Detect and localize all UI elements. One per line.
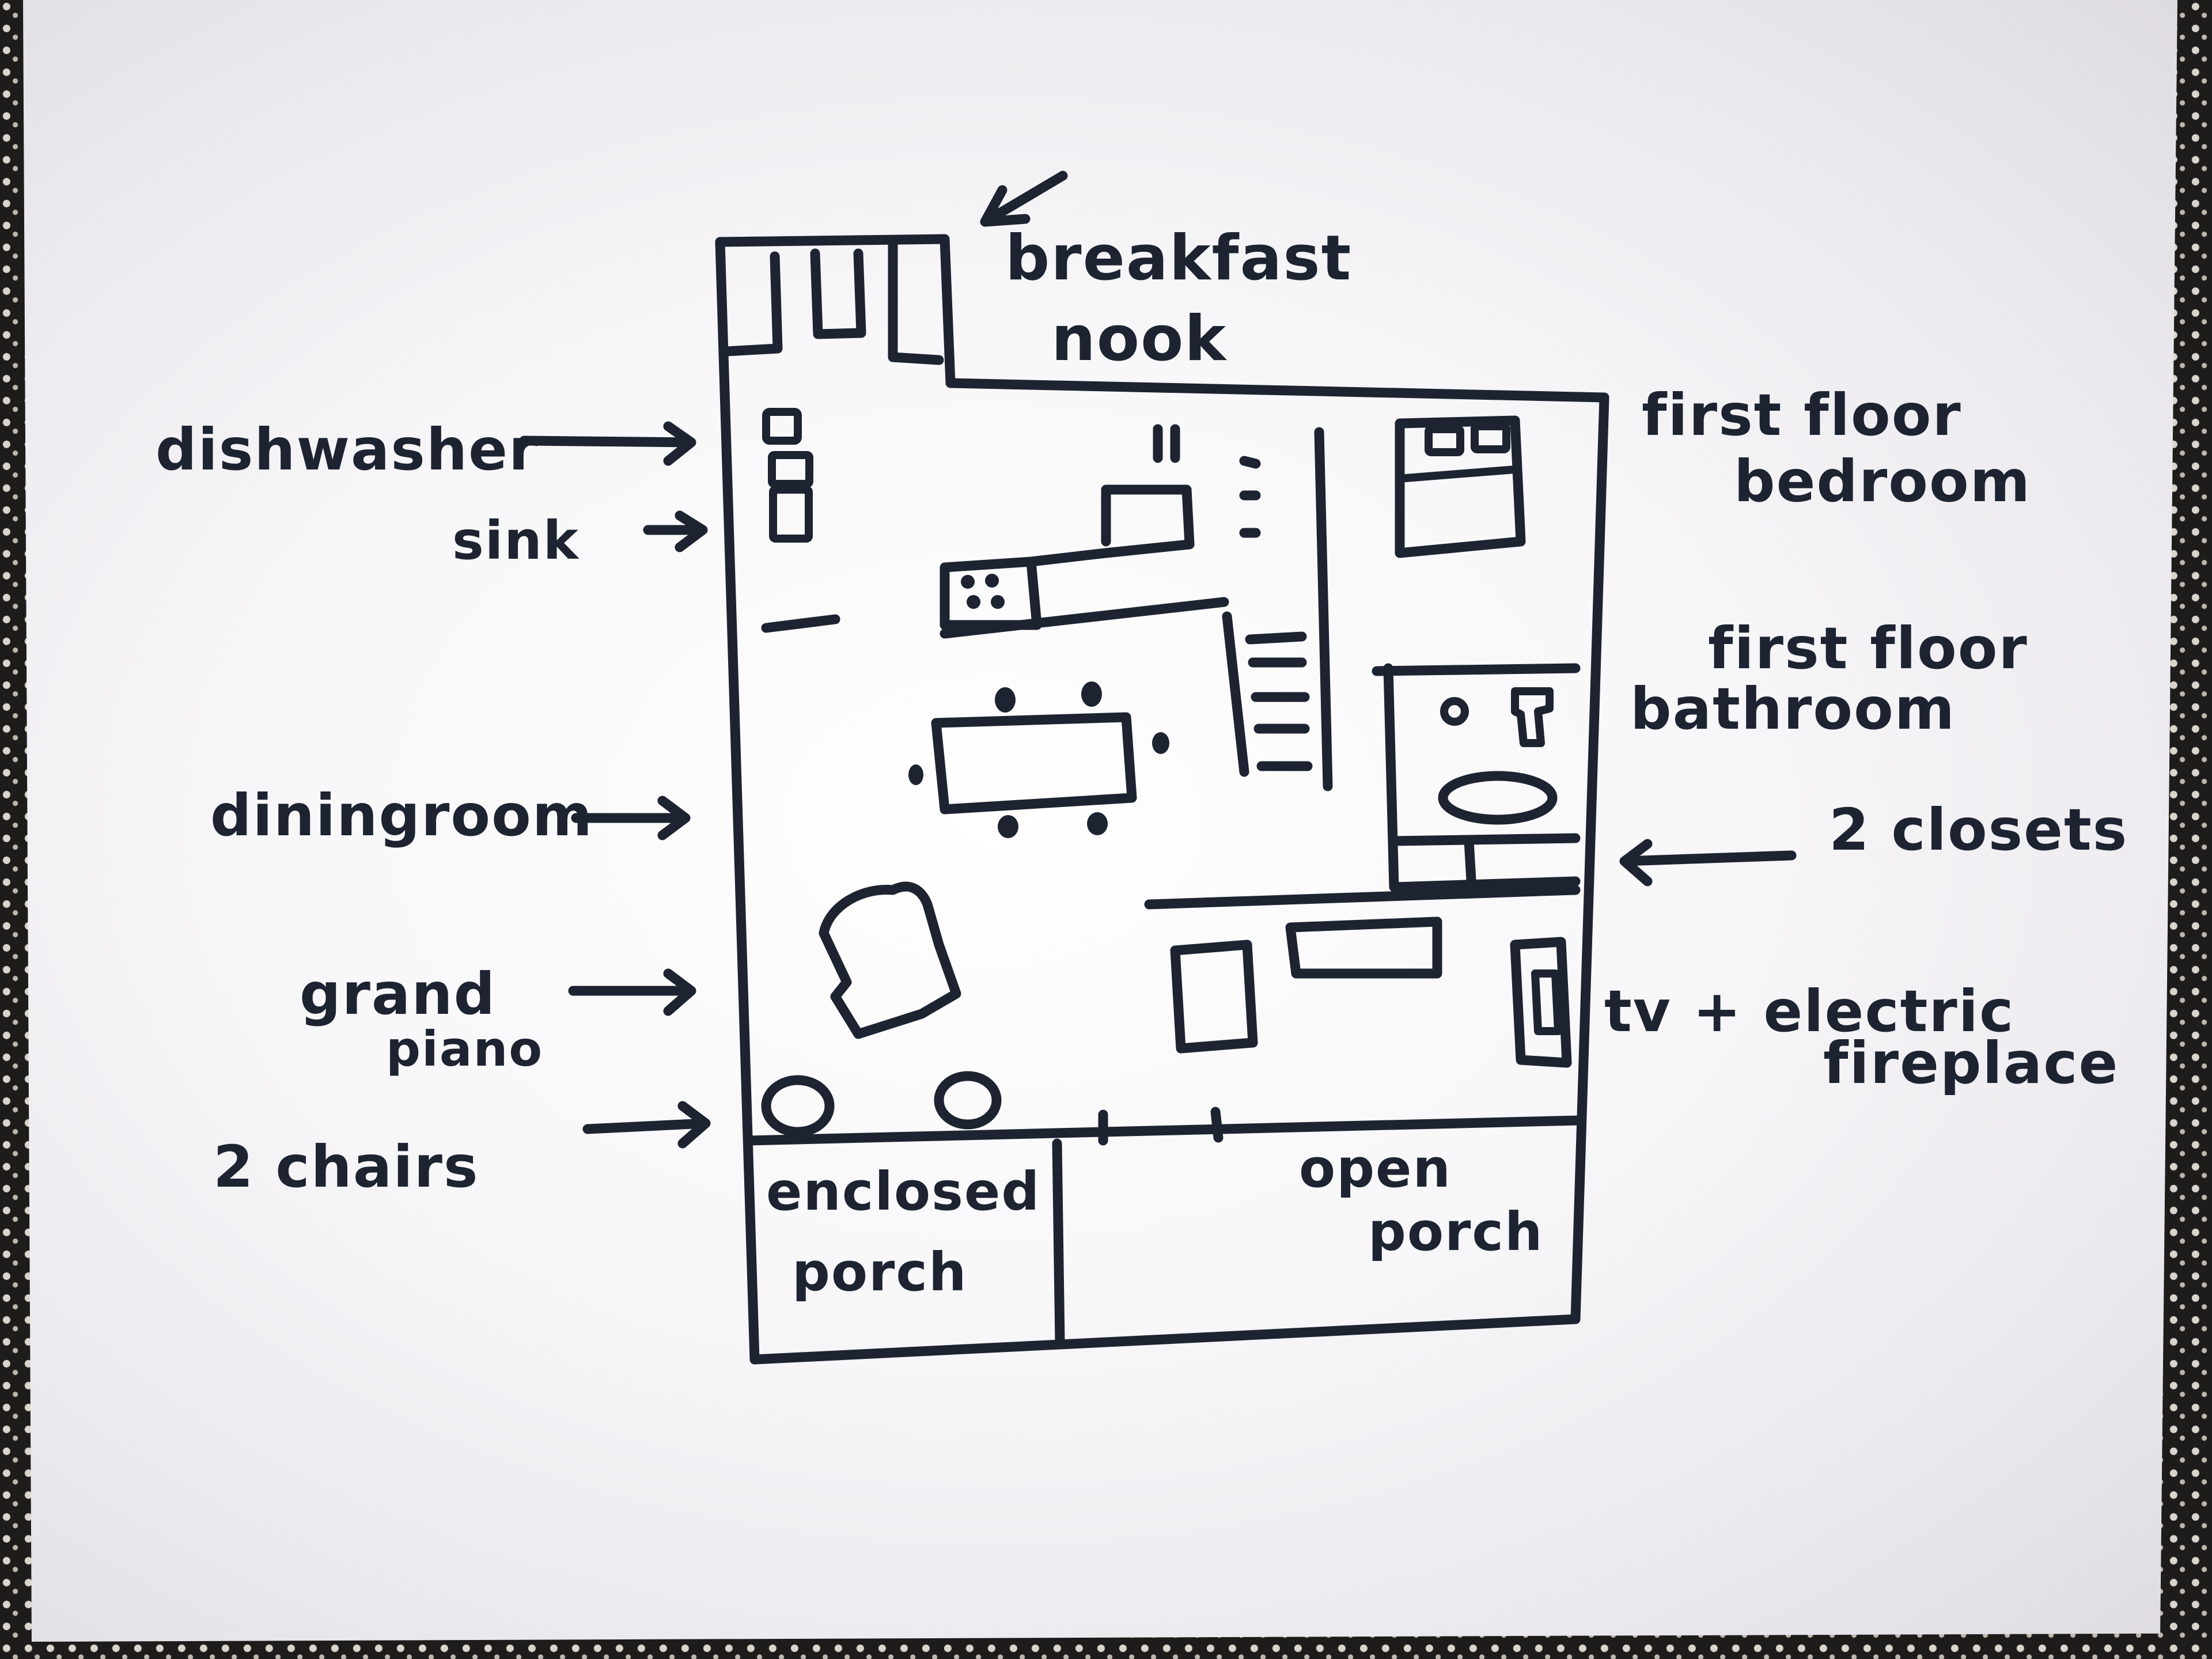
grand-piano <box>819 881 961 1039</box>
enclosed-porch-label-2: porch <box>792 1241 967 1303</box>
two-armchairs <box>761 1071 1002 1137</box>
handwritten-labels: breakfast nook dishwasher sink first flo… <box>156 222 2128 1303</box>
porch-dividers <box>744 1107 1584 1347</box>
bedroom-label-2: bedroom <box>1734 448 2031 515</box>
two-closets-label: 2 closets <box>1829 796 2128 863</box>
tv-fireplace-label-2: fireplace <box>1823 1029 2119 1097</box>
two-chairs-label: 2 chairs <box>213 1133 479 1200</box>
dining-room-arrow <box>571 796 691 840</box>
staircase <box>1222 427 1333 791</box>
tv-fireplace-label-1: tv + electric <box>1604 978 2014 1045</box>
dining-set <box>908 681 1169 838</box>
enclosed-porch-label-1: enclosed <box>766 1161 1040 1222</box>
dining-table <box>931 712 1137 815</box>
north-wall-with-nook <box>715 234 1609 403</box>
kitchen-counter <box>940 424 1261 639</box>
stove <box>940 556 1042 630</box>
two-closets-arrow <box>1619 839 1797 887</box>
breakfast-nook-label-2: nook <box>1051 303 1227 375</box>
dishwasher-arrow <box>519 421 696 466</box>
dining-room-label: diningroom <box>210 782 593 849</box>
bed <box>1395 415 1526 558</box>
east-wall <box>1570 392 1609 1324</box>
grand-piano-arrow <box>568 968 696 1016</box>
breakfast-nook-arrow <box>980 171 1068 227</box>
grand-piano-label-2: piano <box>386 1021 543 1077</box>
living-room <box>1144 885 1581 1068</box>
breakfast-nook-label-1: breakfast <box>1005 222 1352 294</box>
coffee-table <box>1285 916 1442 979</box>
grand-piano-label-1: grand <box>300 960 496 1028</box>
bedroom-label-1: first floor <box>1642 381 1962 449</box>
open-porch-label-2: porch <box>1368 1201 1543 1263</box>
sink-arrow <box>643 510 708 552</box>
west-wall <box>715 237 760 1365</box>
open-porch-label-1: open <box>1299 1138 1452 1199</box>
bathroom-label-1: first floor <box>1708 615 2028 682</box>
outer-walls <box>715 234 1609 1365</box>
sink-label: sink <box>452 510 579 571</box>
bathroom-label-2: bathroom <box>1630 675 1956 743</box>
dishwasher-label: dishwasher <box>156 416 538 483</box>
sofa <box>1170 940 1258 1054</box>
first-floor-bathroom <box>1372 663 1581 895</box>
breakfast-nook-bays <box>721 240 944 365</box>
two-chairs-arrow <box>582 1101 711 1149</box>
tv-fireplace-unit <box>1510 937 1572 1068</box>
dishwasher-sink <box>761 408 840 633</box>
annotation-arrows <box>519 171 1797 1149</box>
south-wall <box>749 1314 1581 1365</box>
first-floor-bedroom <box>1395 415 1526 558</box>
